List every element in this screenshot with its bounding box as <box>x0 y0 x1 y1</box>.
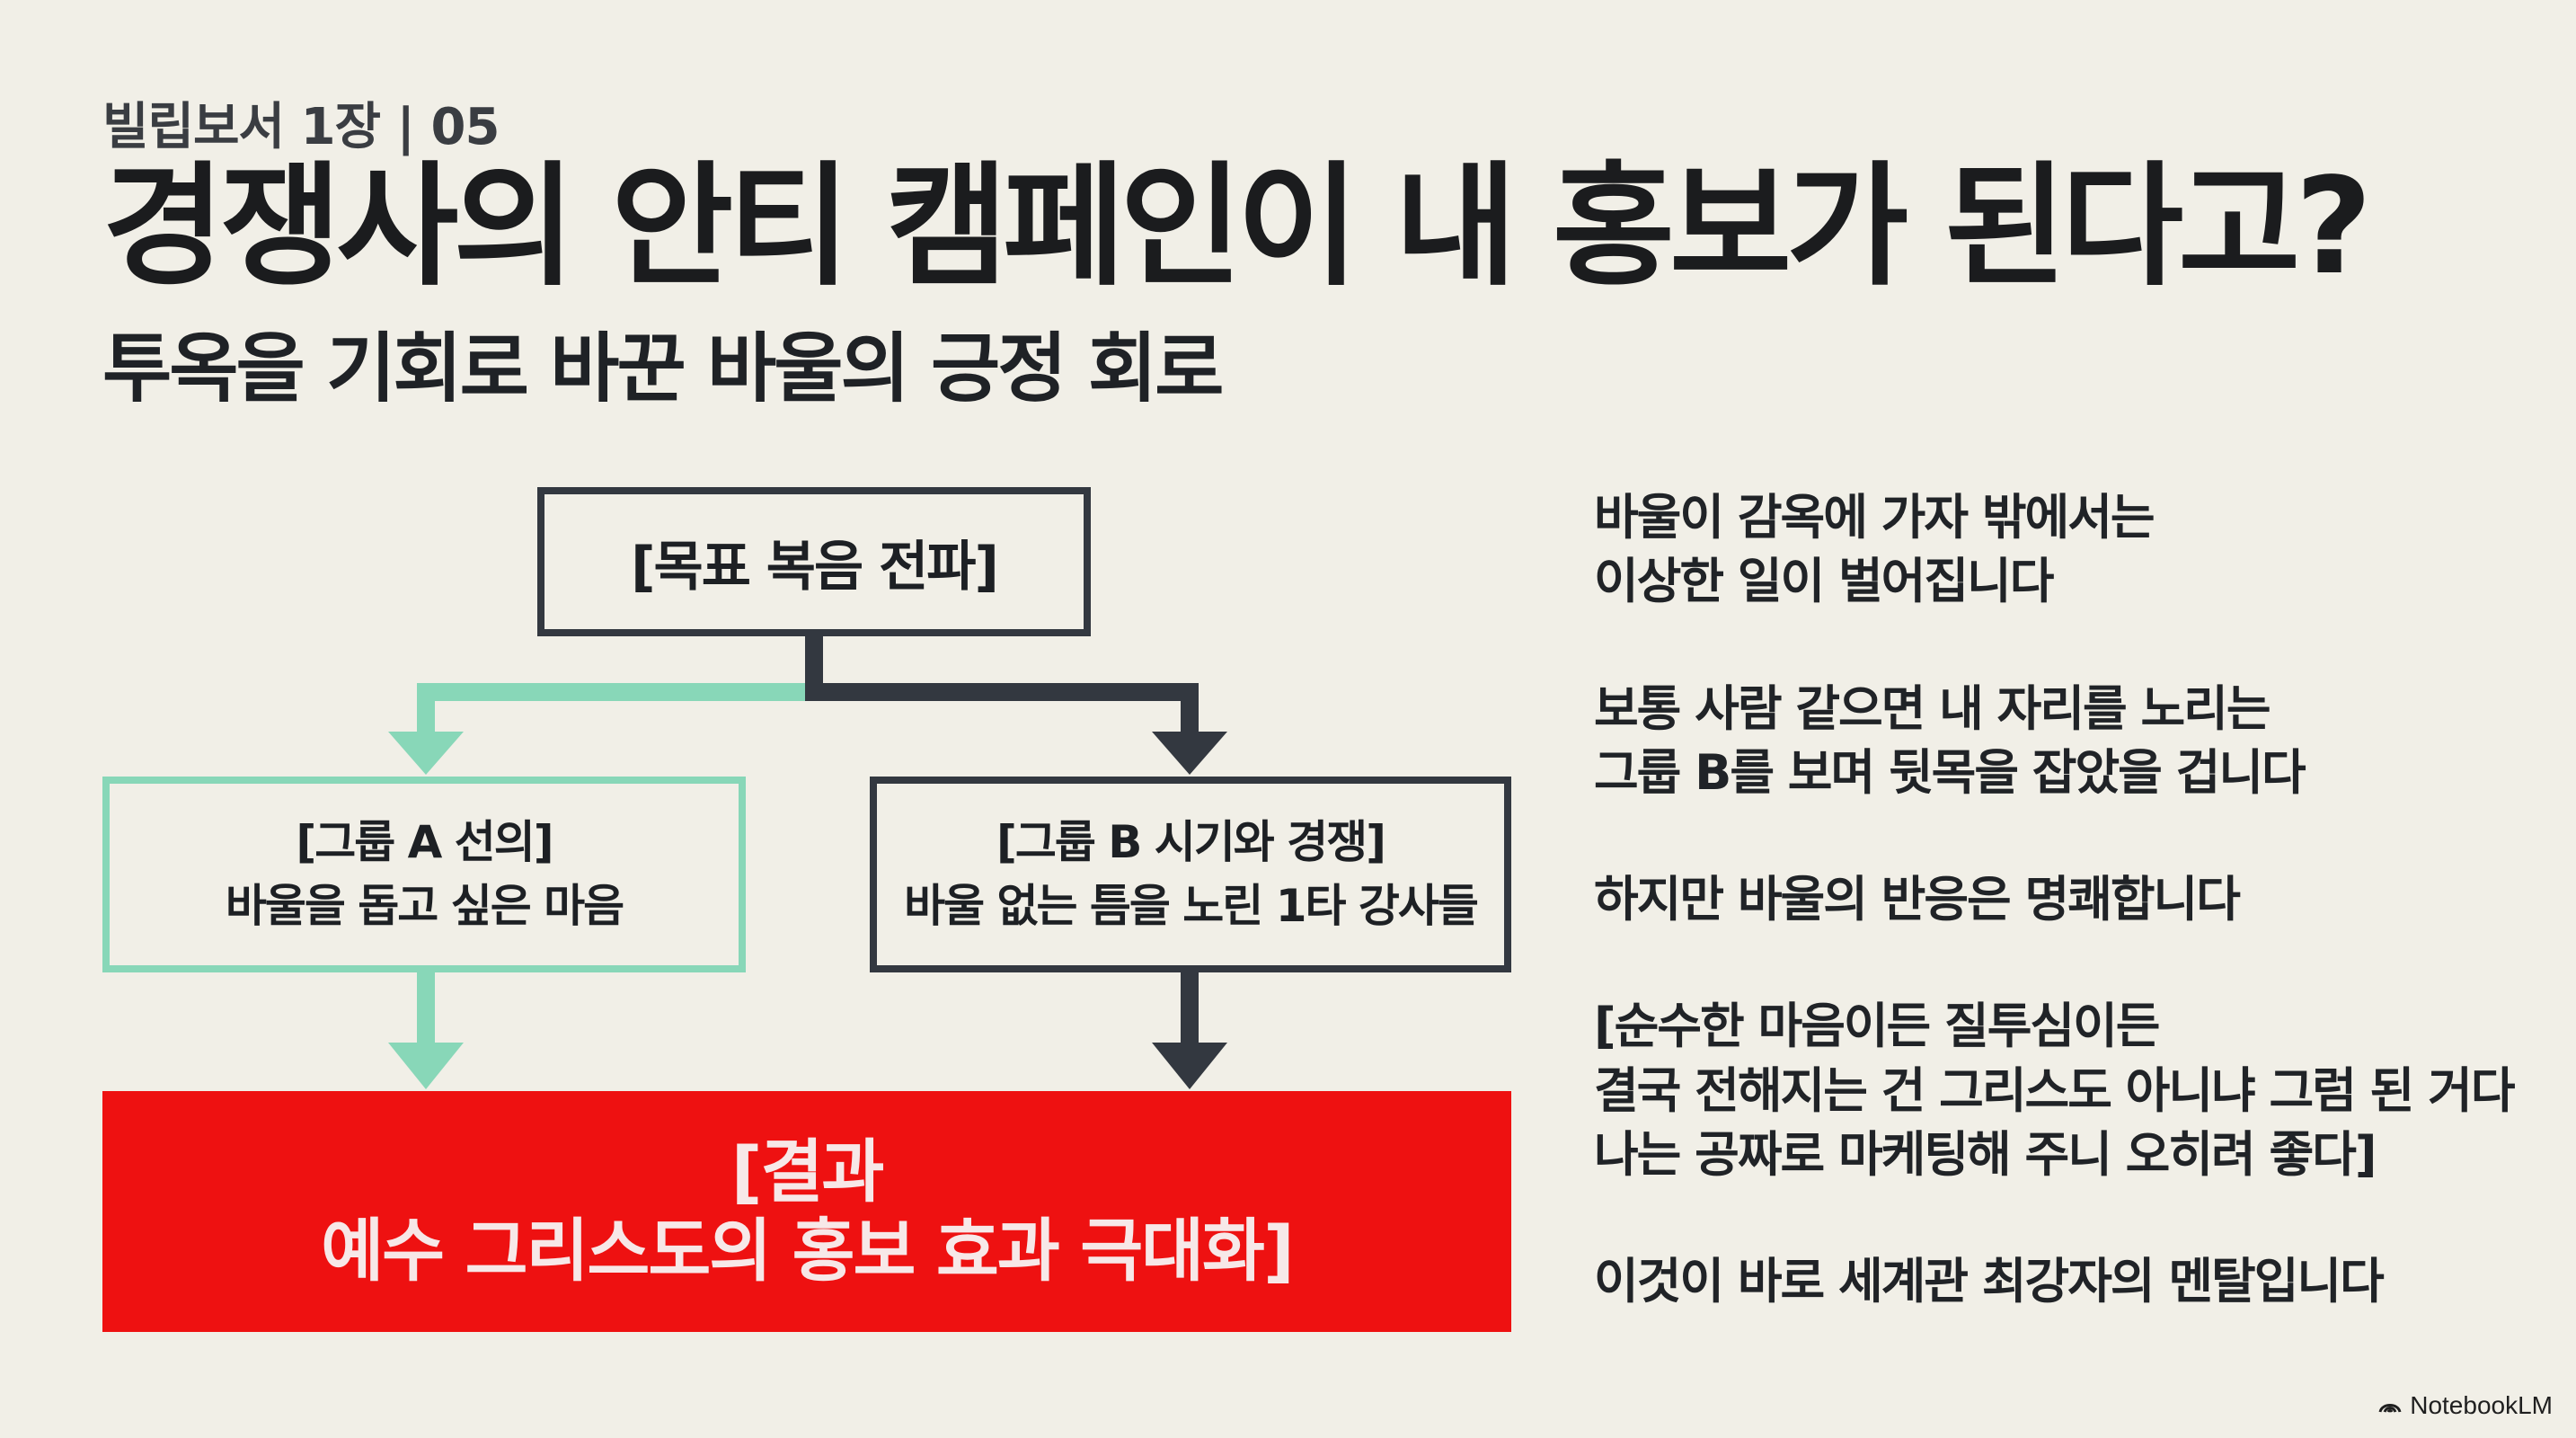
side-text-line: 바울이 감옥에 가자 밖에서는 <box>1594 489 2156 546</box>
side-explanation: 바울이 감옥에 가자 밖에서는 이상한 일이 벌어집니다 보통 사람 같으면 내… <box>1594 485 2537 1376</box>
side-paragraph: 이것이 바로 세계관 최강자의 멘탈입니다 <box>1594 1249 2537 1313</box>
goal-to-group-a-connector <box>417 636 823 737</box>
notebooklm-brand: NotebookLM <box>2410 1391 2553 1419</box>
page-subtitle: 투옥을 기회로 바꾼 바울의 긍정 회로 <box>102 324 1224 413</box>
goal-box: [목표 복음 전파] <box>537 487 1091 636</box>
group-b-title: [그룹 B 시기와 경쟁] <box>996 816 1386 868</box>
side-text-line: 이것이 바로 세계관 최강자의 멘탈입니다 <box>1594 1253 2385 1310</box>
notebooklm-icon <box>2378 1404 2402 1413</box>
group-b-box: [그룹 B 시기와 경쟁] 바울 없는 틈을 노린 1타 강사들 <box>870 777 1511 972</box>
side-text-line: 하지만 바울의 반응은 명쾌합니다 <box>1594 871 2241 928</box>
group-a-description: 바울을 돕고 싶은 마음 <box>225 880 624 932</box>
side-text-line: 나는 공짜로 마케팅해 주니 오히려 좋다] <box>1594 1125 2377 1183</box>
side-text-line: 그룹 B를 보며 뒷목을 잡았을 겁니다 <box>1594 743 2306 801</box>
notebooklm-logo: NotebookLM <box>2377 1391 2553 1420</box>
side-paragraph: 하지만 바울의 반응은 명쾌합니다 <box>1594 867 2537 931</box>
result-title: [결과 <box>730 1131 885 1212</box>
side-text-line: 보통 사람 같으면 내 자리를 노리는 <box>1594 679 2271 737</box>
side-text-line: 결국 전해지는 건 그리스도 아니냐 그럼 된 거다 <box>1594 1061 2516 1119</box>
goal-label: [목표 복음 전파] <box>631 535 999 599</box>
group-a-arrowhead <box>388 732 464 775</box>
side-text-line: [순수한 마음이든 질투심이든 <box>1594 998 2160 1055</box>
side-paragraph: 바울이 감옥에 가자 밖에서는 이상한 일이 벌어집니다 <box>1594 485 2537 614</box>
subject-label: 빌립보서 1장 | 05 <box>102 98 500 156</box>
group-a-title: [그룹 A 선의] <box>296 816 553 868</box>
goal-to-group-b-connector <box>805 636 1199 737</box>
page-title: 경쟁사의 안티 캠페인이 내 홍보가 된다고? <box>102 149 2372 304</box>
side-paragraph: [순수한 마음이든 질투심이든 결국 전해지는 건 그리스도 아니냐 그럼 된 … <box>1594 994 2537 1186</box>
group-a-box: [그룹 A 선의] 바울을 돕고 싶은 마음 <box>102 777 746 972</box>
group-b-description: 바울 없는 틈을 노린 1타 강사들 <box>904 880 1479 932</box>
result-description: 예수 그리스도의 홍보 효과 극대화] <box>321 1211 1294 1291</box>
side-text-line: 이상한 일이 벌어집니다 <box>1594 553 2054 610</box>
side-paragraph: 보통 사람 같으면 내 자리를 노리는 그룹 B를 보며 뒷목을 잡았을 겁니다 <box>1594 677 2537 805</box>
group-b-arrowhead <box>1152 732 1227 775</box>
group-b-result-arrowhead <box>1152 1043 1227 1089</box>
group-a-result-arrowhead <box>388 1043 464 1089</box>
result-box: [결과 예수 그리스도의 홍보 효과 극대화] <box>102 1091 1511 1332</box>
